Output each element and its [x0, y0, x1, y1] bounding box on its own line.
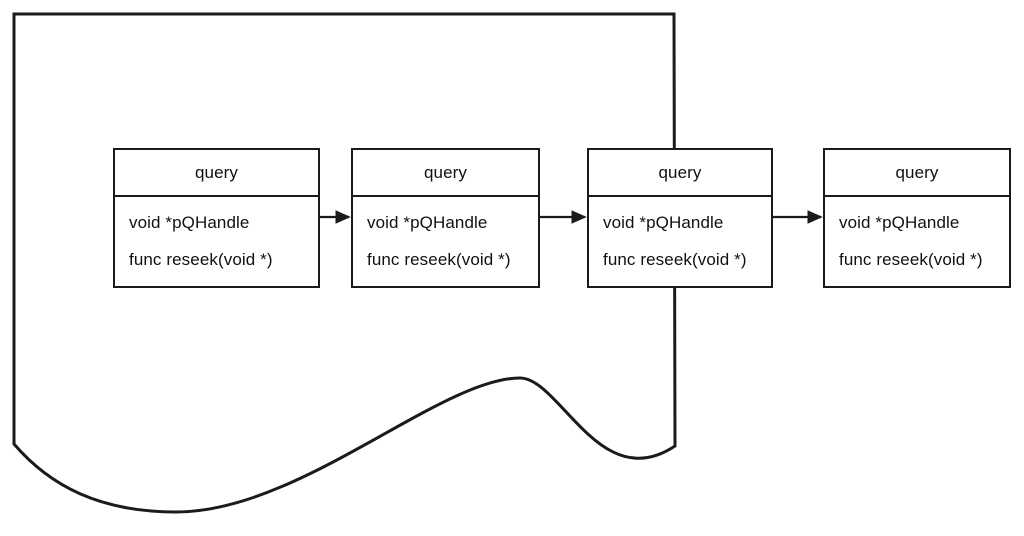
query-node-header: query [353, 150, 538, 197]
query-node-body: void *pQHandle func reseek(void *) [115, 197, 318, 286]
query-node[interactable]: query void *pQHandle func reseek(void *) [113, 148, 320, 288]
enclosing-wave-path [12, 12, 677, 514]
query-node-body: void *pQHandle func reseek(void *) [353, 197, 538, 286]
query-node-header: query [825, 150, 1009, 197]
query-node-field-handle: void *pQHandle [839, 213, 960, 233]
query-node-header: query [589, 150, 771, 197]
query-node[interactable]: query void *pQHandle func reseek(void *) [351, 148, 540, 288]
query-node-field-handle: void *pQHandle [367, 213, 488, 233]
query-node-body: void *pQHandle func reseek(void *) [825, 197, 1009, 286]
query-node-field-reseek: func reseek(void *) [129, 249, 273, 269]
query-node-field-handle: void *pQHandle [129, 213, 250, 233]
query-node[interactable]: query void *pQHandle func reseek(void *) [587, 148, 773, 288]
query-node-field-reseek: func reseek(void *) [603, 249, 747, 269]
query-node-field-reseek: func reseek(void *) [839, 249, 983, 269]
query-node-header: query [115, 150, 318, 197]
query-node-field-reseek: func reseek(void *) [367, 249, 511, 269]
query-node[interactable]: query void *pQHandle func reseek(void *) [823, 148, 1011, 288]
query-node-field-handle: void *pQHandle [603, 213, 724, 233]
query-node-body: void *pQHandle func reseek(void *) [589, 197, 771, 286]
